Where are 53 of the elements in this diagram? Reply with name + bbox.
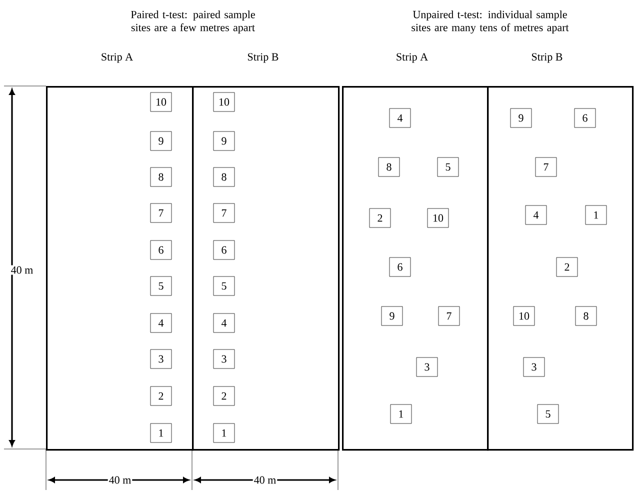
strip-rectangle (487, 86, 634, 451)
sample-site-box: 2 (150, 386, 172, 406)
sample-site-box: 1 (213, 423, 235, 443)
sample-site-box: 8 (575, 306, 597, 326)
sample-site-box: 3 (523, 357, 545, 377)
sample-site-box: 6 (389, 257, 411, 277)
sample-site-box: 9 (381, 306, 403, 326)
strip-heading: Strip B (532, 53, 562, 63)
strip-rectangle (342, 86, 489, 451)
dimension-label: 40 m (108, 475, 132, 485)
sample-site-box: 3 (150, 349, 172, 369)
sample-site-box: 9 (510, 108, 532, 128)
sample-site-box: 10 (213, 92, 235, 112)
sample-site-box: 10 (150, 92, 172, 112)
sample-site-box: 3 (416, 357, 438, 377)
strip-heading: Strip A (102, 53, 133, 63)
sample-site-box: 1 (150, 423, 172, 443)
sample-site-box: 4 (389, 108, 411, 128)
sample-site-box: 10 (513, 306, 535, 326)
sample-site-box: 9 (150, 131, 172, 151)
group-title: Unpaired t-test: individual sample sites are many tens of metres apart (412, 10, 569, 34)
sample-site-box: 7 (213, 203, 235, 223)
sample-site-box: 7 (438, 306, 460, 326)
sample-site-box: 4 (213, 313, 235, 333)
sample-site-box: 8 (378, 157, 400, 177)
dimension-label: 40 m (10, 265, 34, 275)
sample-site-box: 6 (574, 108, 596, 128)
sample-site-box: 4 (525, 205, 547, 225)
sample-site-box: 5 (213, 276, 235, 296)
sample-site-box: 8 (150, 167, 172, 187)
sample-site-box: 7 (535, 157, 557, 177)
sample-site-box: 1 (390, 404, 412, 424)
sample-site-box: 6 (213, 240, 235, 260)
sample-site-box: 10 (427, 208, 449, 228)
sample-site-box: 2 (556, 257, 578, 277)
group-title: Paired t-test: paired sample sites are a few metres apart (131, 10, 255, 34)
sample-site-box: 5 (437, 157, 459, 177)
strip-rectangle (192, 86, 340, 451)
sample-site-box: 5 (537, 404, 559, 424)
sample-site-box: 4 (150, 313, 172, 333)
strip-heading: Strip B (248, 53, 278, 63)
sample-site-box: 2 (369, 208, 391, 228)
sample-site-box: 8 (213, 167, 235, 187)
sample-site-box: 5 (150, 276, 172, 296)
sample-site-box: 6 (150, 240, 172, 260)
sample-site-box: 2 (213, 386, 235, 406)
dimension-label: 40 m (252, 475, 278, 485)
sample-site-box: 7 (150, 203, 172, 223)
strip-rectangle (46, 86, 194, 451)
sample-site-box: 1 (585, 205, 607, 225)
sample-site-box: 9 (213, 131, 235, 151)
sample-site-box: 3 (213, 349, 235, 369)
strip-heading: Strip A (396, 53, 428, 63)
